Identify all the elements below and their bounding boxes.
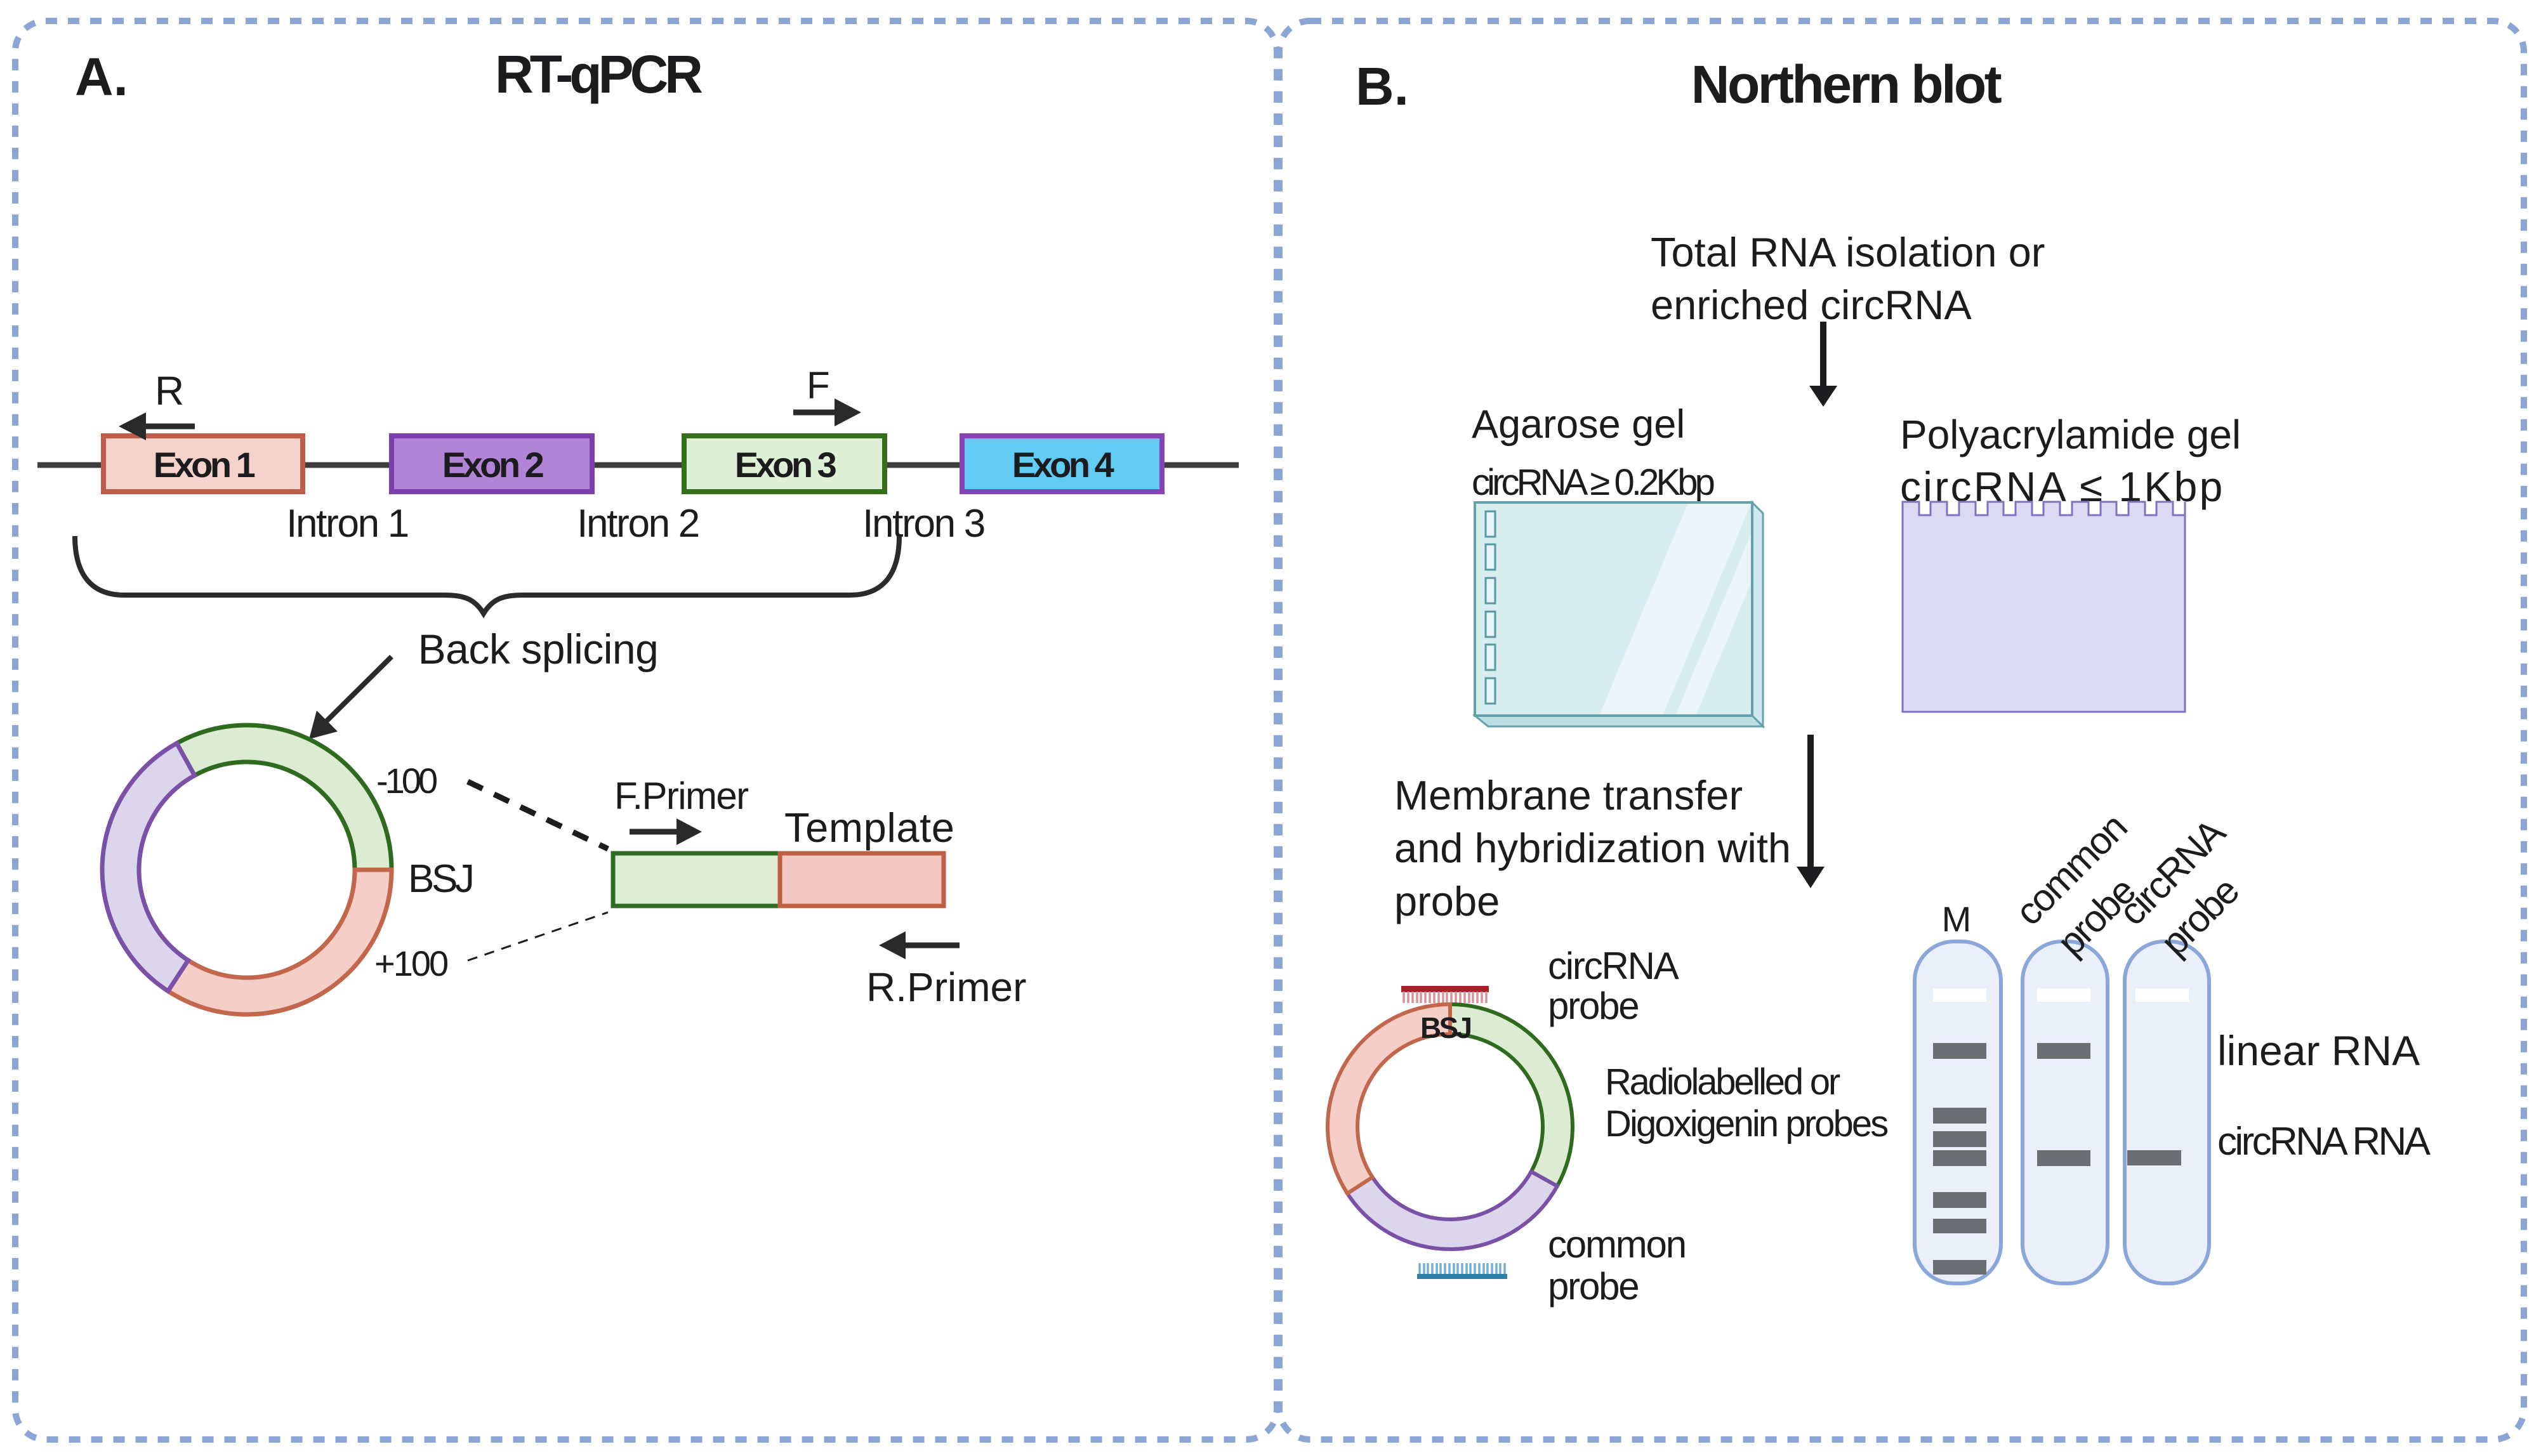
svg-text:Membrane transfer: Membrane transfer	[1394, 772, 1743, 818]
svg-text:Digoxigenin probes: Digoxigenin probes	[1605, 1103, 1887, 1144]
svg-text:Exon 1: Exon 1	[154, 445, 255, 485]
svg-text:Template: Template	[784, 804, 955, 851]
svg-text:circRNA: circRNA	[1548, 945, 1679, 987]
svg-text:Agarose gel: Agarose gel	[1472, 402, 1685, 447]
svg-text:Exon 4: Exon 4	[1012, 445, 1114, 485]
svg-text:Radiolabelled or: Radiolabelled or	[1605, 1061, 1840, 1103]
svg-text:circRNA ≥ 0.2Kbp: circRNA ≥ 0.2Kbp	[1472, 462, 1714, 503]
svg-text:RT-qPCR: RT-qPCR	[495, 44, 702, 104]
svg-text:Back splicing: Back splicing	[418, 626, 659, 672]
svg-text:enriched circRNA: enriched circRNA	[1651, 282, 1972, 328]
svg-text:Northern blot: Northern blot	[1691, 55, 2002, 114]
svg-text:Exon 2: Exon 2	[442, 445, 543, 485]
svg-text:BSJ: BSJ	[408, 857, 472, 901]
svg-text:Polyacrylamide gel: Polyacrylamide gel	[1900, 412, 2241, 457]
svg-text:F.Primer: F.Primer	[614, 775, 748, 817]
svg-text:A.: A.	[75, 47, 128, 107]
svg-text:Exon 3: Exon 3	[735, 445, 836, 485]
svg-text:circRNA RNA: circRNA RNA	[2217, 1120, 2431, 1164]
svg-text:probe: probe	[1548, 985, 1638, 1027]
svg-text:R: R	[155, 368, 184, 414]
svg-text:F: F	[807, 364, 830, 407]
svg-text:R.Primer: R.Primer	[866, 964, 1026, 1010]
svg-text:M: M	[1942, 899, 1972, 939]
svg-text:Total RNA isolation or: Total RNA isolation or	[1651, 229, 2045, 275]
svg-text:linear RNA: linear RNA	[2217, 1027, 2420, 1074]
svg-text:BSJ: BSJ	[1420, 1011, 1471, 1044]
svg-text:Intron 1: Intron 1	[286, 502, 408, 546]
svg-text:circRNA ≤ 1Kbp: circRNA ≤ 1Kbp	[1900, 463, 2225, 510]
svg-text:-100: -100	[376, 761, 437, 801]
svg-text:probe: probe	[1548, 1265, 1638, 1308]
svg-text:probe: probe	[1394, 878, 1500, 924]
svg-text:Intron 2: Intron 2	[577, 502, 699, 546]
svg-text:common: common	[1548, 1223, 1686, 1266]
svg-text:+100: +100	[374, 943, 447, 983]
svg-text:Intron 3: Intron 3	[862, 502, 984, 546]
svg-text:B.: B.	[1356, 56, 1409, 116]
svg-text:and hybridization with: and hybridization with	[1394, 825, 1791, 871]
